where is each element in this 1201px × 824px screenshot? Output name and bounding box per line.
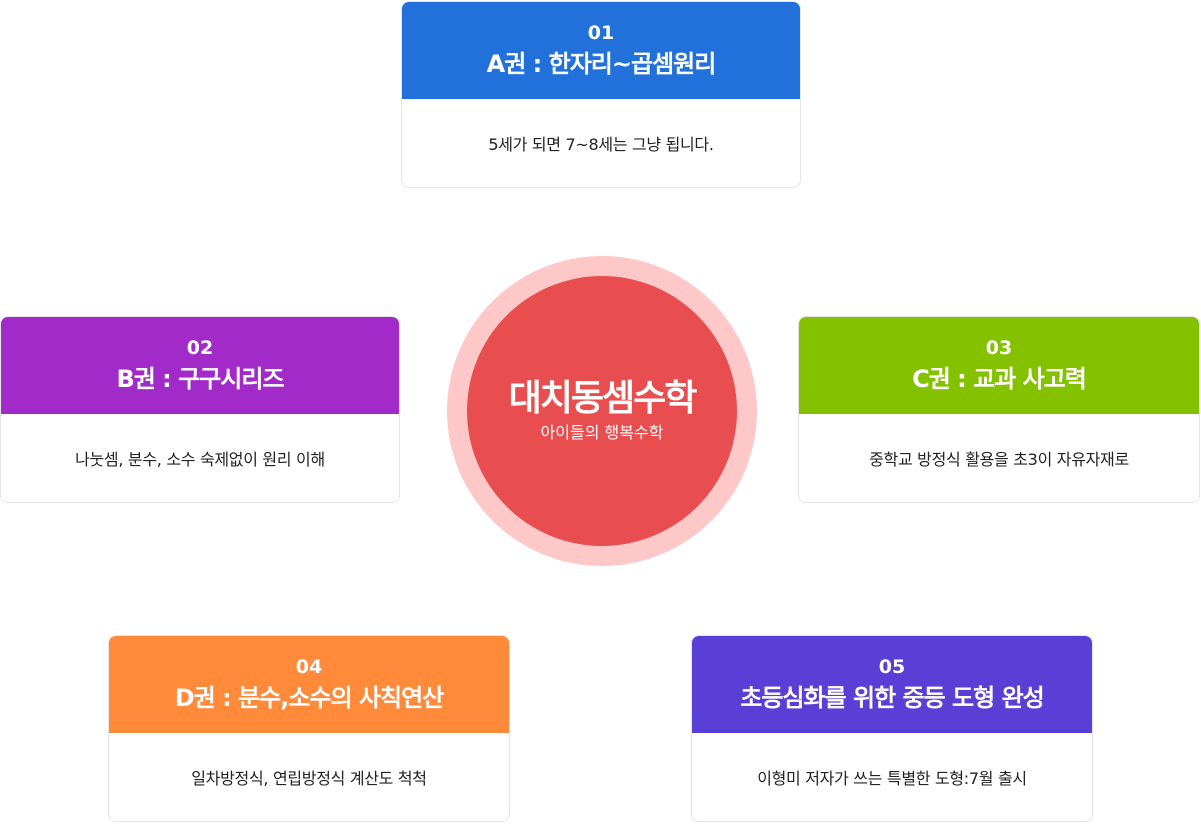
card-number: 01 <box>587 22 615 44</box>
card-header: 04 D권 : 분수,소수의 사칙연산 <box>109 636 509 733</box>
card-book-c: 03 C권 : 교과 사고력 중학교 방정식 활용을 초3이 자유자재로 <box>798 316 1200 503</box>
center-subtitle: 아이들의 행복수학 <box>540 423 664 442</box>
card-header: 01 A권 : 한자리~곱셈원리 <box>402 2 800 99</box>
card-book-d: 04 D권 : 분수,소수의 사칙연산 일차방정식, 연립방정식 계산도 척척 <box>108 635 510 822</box>
card-title: C권 : 교과 사고력 <box>912 365 1087 393</box>
card-geometry: 05 초등심화를 위한 중등 도형 완성 이형미 저자가 쓰는 특별한 도형:7… <box>691 635 1093 822</box>
card-header: 02 B권 : 구구시리즈 <box>1 317 399 414</box>
card-title: D권 : 분수,소수의 사칙연산 <box>174 684 445 712</box>
center-title: 대치동셈수학 <box>508 378 698 419</box>
card-number: 03 <box>985 337 1013 359</box>
card-number: 05 <box>878 656 906 678</box>
card-book-b: 02 B권 : 구구시리즈 나눗셈, 분수, 소수 숙제없이 원리 이해 <box>0 316 400 503</box>
card-description: 이형미 저자가 쓰는 특별한 도형:7월 출시 <box>757 769 1027 788</box>
card-description: 5세가 되면 7~8세는 그냥 됩니다. <box>488 135 714 154</box>
center-circle: 대치동셈수학 아이들의 행복수학 <box>467 276 737 546</box>
card-description: 중학교 방정식 활용을 초3이 자유자재로 <box>869 450 1129 469</box>
card-header: 03 C권 : 교과 사고력 <box>799 317 1199 414</box>
card-header: 05 초등심화를 위한 중등 도형 완성 <box>692 636 1092 733</box>
card-title: A권 : 한자리~곱셈원리 <box>486 50 717 78</box>
card-book-a: 01 A권 : 한자리~곱셈원리 5세가 되면 7~8세는 그냥 됩니다. <box>401 1 801 188</box>
card-title: 초등심화를 위한 중등 도형 완성 <box>740 684 1044 712</box>
card-description: 나눗셈, 분수, 소수 숙제없이 원리 이해 <box>75 450 325 469</box>
card-description: 일차방정식, 연립방정식 계산도 척척 <box>191 769 427 788</box>
card-number: 02 <box>186 337 214 359</box>
card-number: 04 <box>295 656 323 678</box>
center-circle-ring: 대치동셈수학 아이들의 행복수학 <box>447 256 757 566</box>
card-title: B권 : 구구시리즈 <box>116 365 284 393</box>
